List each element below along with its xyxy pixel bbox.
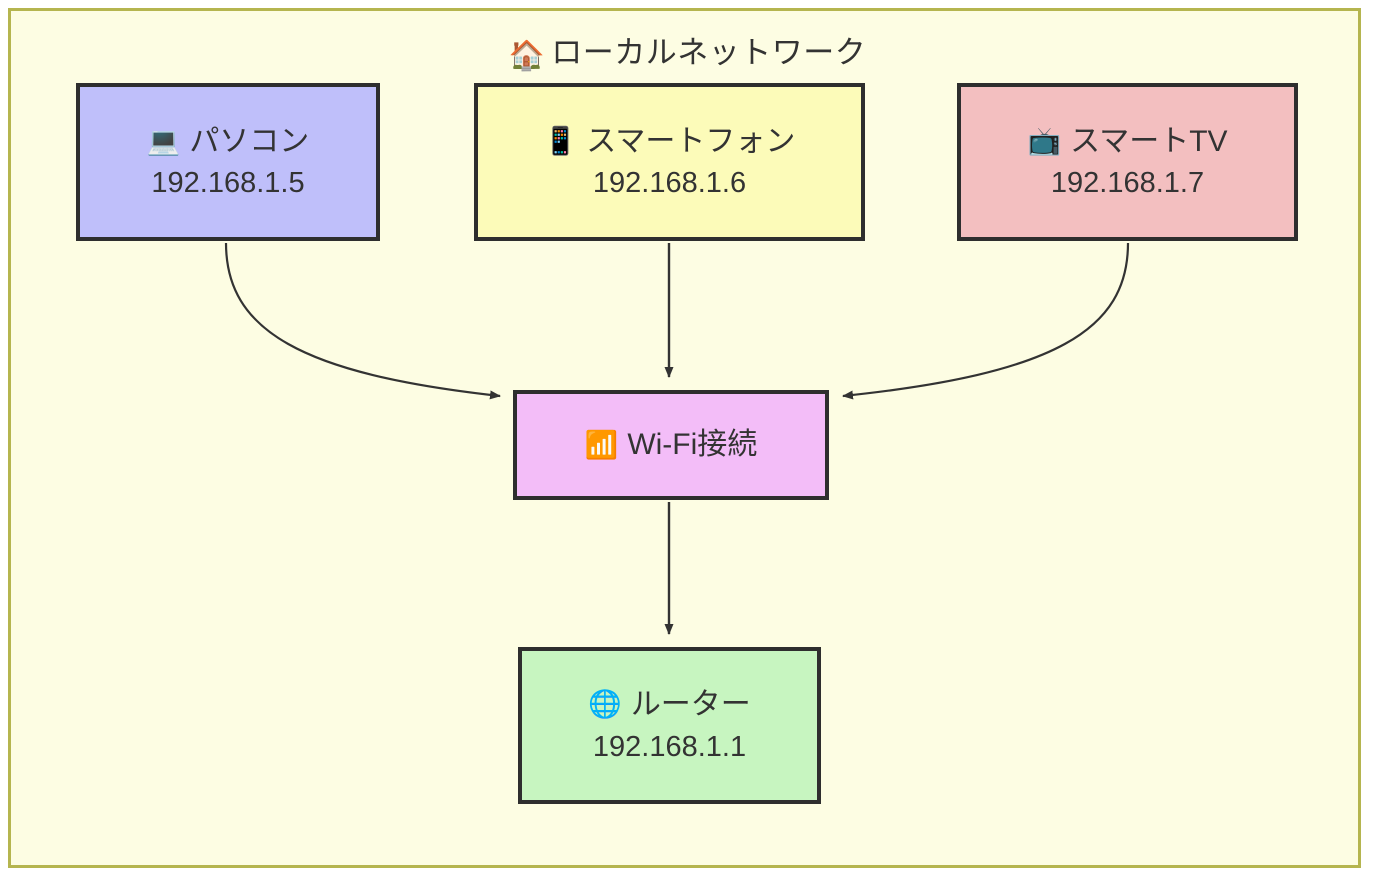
- antenna-bars-icon: 📶: [584, 429, 619, 460]
- node-tv-ip: 192.168.1.7: [1050, 167, 1205, 200]
- cluster-title-text: ローカルネットワーク: [551, 35, 867, 70]
- node-pc-label: パソコン: [189, 124, 310, 158]
- television-icon: 📺: [1027, 125, 1062, 156]
- node-phone-ip: 192.168.1.6: [592, 167, 747, 200]
- cluster-title: 🏠ローカルネットワーク: [11, 27, 1364, 73]
- house-icon: 🏠: [508, 40, 546, 72]
- node-pc-ip: 192.168.1.5: [151, 167, 305, 200]
- node-phone[interactable]: 📱 スマートフォン 192.168.1.6: [474, 83, 865, 241]
- node-tv-label: スマートTV: [1070, 124, 1228, 158]
- node-wifi-label-row: 📶 Wi-Fi接続: [585, 425, 758, 465]
- node-tv-label-row: 📺 スマートTV: [1027, 122, 1227, 162]
- node-router-label-row: 🌐 ルーター: [588, 685, 751, 725]
- mobile-phone-icon: 📱: [543, 125, 578, 156]
- node-phone-label: スマートフォン: [586, 124, 796, 158]
- node-router-label: ルーター: [630, 688, 751, 722]
- node-wifi[interactable]: 📶 Wi-Fi接続: [513, 390, 829, 500]
- node-pc-label-row: 💻 パソコン: [147, 122, 310, 162]
- globe-icon: 🌐: [588, 689, 622, 720]
- node-phone-label-row: 📱 スマートフォン: [544, 122, 796, 162]
- node-pc[interactable]: 💻 パソコン 192.168.1.5: [76, 83, 380, 241]
- laptop-icon: 💻: [146, 125, 181, 156]
- node-router-ip: 192.168.1.1: [592, 730, 747, 763]
- node-wifi-label: Wi-Fi接続: [627, 428, 758, 462]
- node-router[interactable]: 🌐 ルーター 192.168.1.1: [518, 647, 821, 804]
- node-tv[interactable]: 📺 スマートTV 192.168.1.7: [957, 83, 1298, 241]
